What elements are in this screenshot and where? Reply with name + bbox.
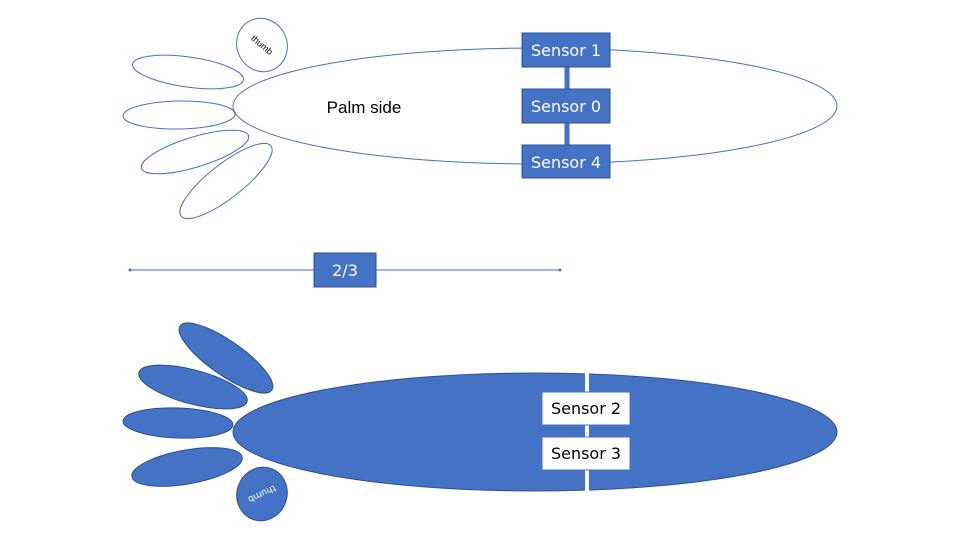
- sensor-1-box: Sensor 1: [521, 32, 611, 68]
- bottom-finger-1: [178, 322, 274, 394]
- divider-endpoint-right: [558, 268, 562, 272]
- top-palm-label: Palm side: [327, 98, 402, 117]
- sensor-0-box: Sensor 0: [521, 88, 611, 124]
- top-finger-1: [132, 54, 244, 90]
- sensor-4-box: Sensor 4: [521, 144, 611, 179]
- top-hand: thumb Palm side Sensor 1 Sensor 0 Sensor…: [122, 17, 838, 220]
- sensor-2-box: Sensor 2: [541, 391, 631, 426]
- divider-endpoint-left: [128, 268, 132, 272]
- sensor-2-label: Sensor 2: [551, 399, 621, 418]
- bottom-finger-3: [122, 407, 234, 439]
- bottom-finger-4: [131, 447, 243, 487]
- sensor-3-label: Sensor 3: [551, 444, 621, 463]
- top-finger-3: [140, 129, 250, 175]
- ratio-divider: 2/3: [128, 252, 562, 288]
- top-finger-4: [179, 142, 273, 220]
- ratio-box: [313, 252, 377, 288]
- sensor-3-box: Sensor 3: [541, 436, 631, 471]
- sensor-1-label: Sensor 1: [531, 41, 601, 60]
- sensor-4-label: Sensor 4: [531, 153, 601, 172]
- bottom-thumb: [236, 466, 288, 522]
- bottom-hand: thumb Sensor 2 Sensor 3: [122, 322, 838, 522]
- ratio-label: 2/3: [332, 261, 358, 280]
- top-finger-2: [122, 100, 236, 130]
- bottom-palm: [232, 372, 838, 492]
- top-thumb: [236, 17, 288, 73]
- sensor-0-label: Sensor 0: [531, 97, 601, 116]
- bottom-finger-2: [138, 364, 248, 410]
